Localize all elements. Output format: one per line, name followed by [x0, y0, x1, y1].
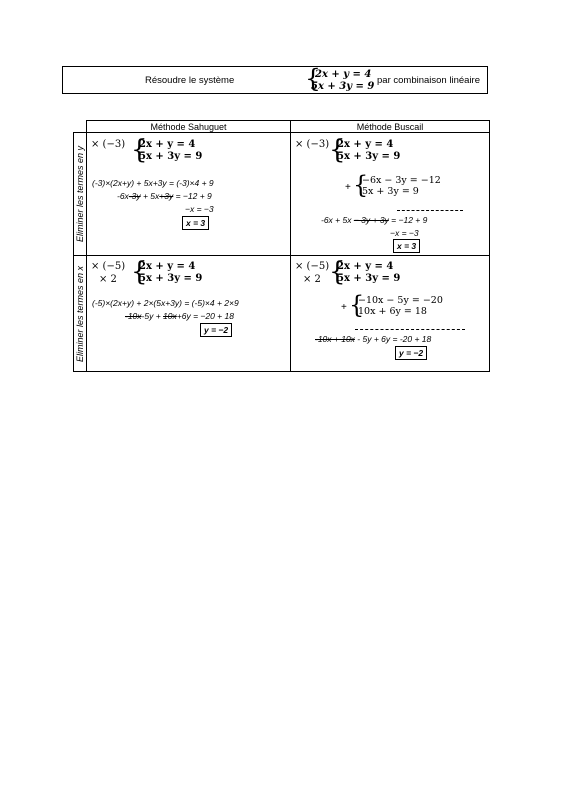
brace: { [305, 64, 321, 93]
result-y: y = −2 [395, 346, 428, 360]
sum-rule [397, 210, 463, 211]
title-system: { 2x + y = 4 5x + 3y = 9 [305, 64, 375, 93]
title-eq1: 2x + y = 4 [315, 69, 372, 80]
cell-sahuguet-x: × (−5) × 2 { 2x + y = 4 5x + 3y = 9 (-5)… [86, 255, 291, 372]
title-eq2: 5x + 3y = 9 [311, 81, 375, 92]
result-x: x = 3 [393, 239, 421, 253]
title-suffix: par combinaison linéaire [377, 75, 480, 86]
row-label-y: Eliminer les termes en y [73, 132, 87, 256]
sum-rule [355, 329, 465, 330]
cell-buscail-y: × (−3) { 2x + y = 4 5x + 3y = 9 + { −6x … [290, 132, 490, 256]
result-x: x = 3 [182, 216, 210, 230]
row-label-x: Eliminer les termes en x [73, 255, 87, 372]
result-y: y = −2 [200, 323, 233, 337]
methods-table: Méthode Sahuguet Méthode Buscail Elimine… [73, 120, 490, 372]
cell-buscail-x: × (−5) × 2 { 2x + y = 4 5x + 3y = 9 + { … [290, 255, 490, 372]
title-prefix: Résoudre le système [145, 75, 235, 86]
title-box: Résoudre le système { 2x + y = 4 5x + 3y… [62, 64, 488, 94]
cell-sahuguet-y: × (−3) { 2x + y = 4 5x + 3y = 9 (-3)×(2x… [86, 132, 291, 256]
